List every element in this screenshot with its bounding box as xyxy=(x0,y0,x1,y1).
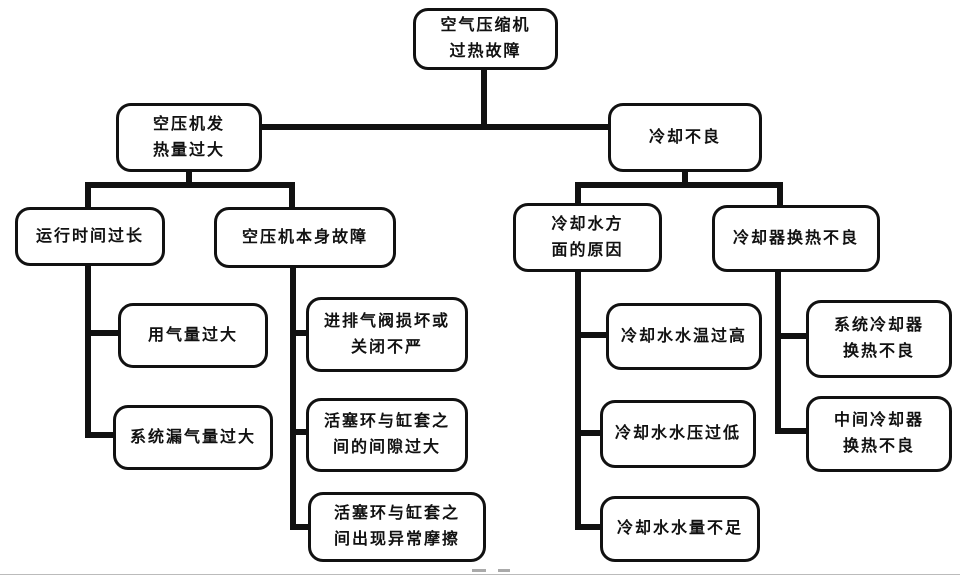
connector-gap-stub xyxy=(290,429,306,435)
node-piston-ring-abnormal-friction: 活塞环与缸套之 间出现异常摩擦 xyxy=(308,492,486,562)
connector-heat-drop xyxy=(186,172,192,186)
connector-vollow-stub xyxy=(575,524,600,530)
connector-intercooler-stub xyxy=(775,428,806,434)
node-water-temp-too-high: 冷却水水温过高 xyxy=(606,303,762,370)
connector-coolerpoor-trunk xyxy=(775,272,781,434)
node-water-volume-insufficient: 冷却水水量不足 xyxy=(600,496,760,562)
connector-friction-stub xyxy=(290,524,308,530)
node-system-leak-too-large: 系统漏气量过大 xyxy=(113,405,273,470)
connector-selffault-trunk xyxy=(290,268,296,530)
connector-watercause-stub xyxy=(575,182,581,203)
connector-syscooler-stub xyxy=(775,333,806,339)
connector-coolerpoor-stub xyxy=(777,182,783,205)
connector-cool-drop xyxy=(682,172,688,186)
node-air-usage-too-large: 用气量过大 xyxy=(118,303,268,368)
connector-watercause-trunk xyxy=(575,272,581,530)
node-piston-ring-gap-too-large: 活塞环与缸套之 间的间隙过大 xyxy=(306,398,468,472)
connector-level2-bar xyxy=(259,124,611,130)
node-root-overheat-fault: 空气压缩机 过热故障 xyxy=(413,8,558,70)
node-poor-cooling: 冷却不良 xyxy=(608,103,762,172)
connector-leak-stub xyxy=(85,432,113,438)
connector-usage-stub xyxy=(85,330,118,336)
connector-heat-bar xyxy=(85,182,295,188)
connector-valve-stub xyxy=(290,330,306,336)
connector-runtime-trunk xyxy=(85,266,91,438)
node-intercooler-poor-exchange: 中间冷却器 换热不良 xyxy=(806,396,952,472)
connector-presslow-stub xyxy=(575,430,600,436)
node-water-pressure-too-low: 冷却水水压过低 xyxy=(600,400,756,468)
connector-selffault-stub xyxy=(289,182,295,207)
caption-fragment xyxy=(498,569,510,572)
caption-fragment xyxy=(472,569,486,572)
node-cooler-heat-exchange-poor: 冷却器换热不良 xyxy=(712,205,880,272)
node-cooling-water-cause: 冷却水方 面的原因 xyxy=(513,203,662,272)
connector-cool-bar xyxy=(575,182,783,188)
connector-temphigh-stub xyxy=(575,332,606,338)
node-valve-damaged: 进排气阀损坏或 关闭不严 xyxy=(306,297,468,372)
node-runtime-too-long: 运行时间过长 xyxy=(15,207,165,266)
node-system-cooler-poor-exchange: 系统冷却器 换热不良 xyxy=(806,300,952,378)
connector-root-drop xyxy=(481,70,487,130)
connector-runtime-stub xyxy=(85,182,91,207)
node-compressor-self-fault: 空压机本身故障 xyxy=(214,207,396,268)
node-heat-output-too-large: 空压机发 热量过大 xyxy=(116,103,262,172)
